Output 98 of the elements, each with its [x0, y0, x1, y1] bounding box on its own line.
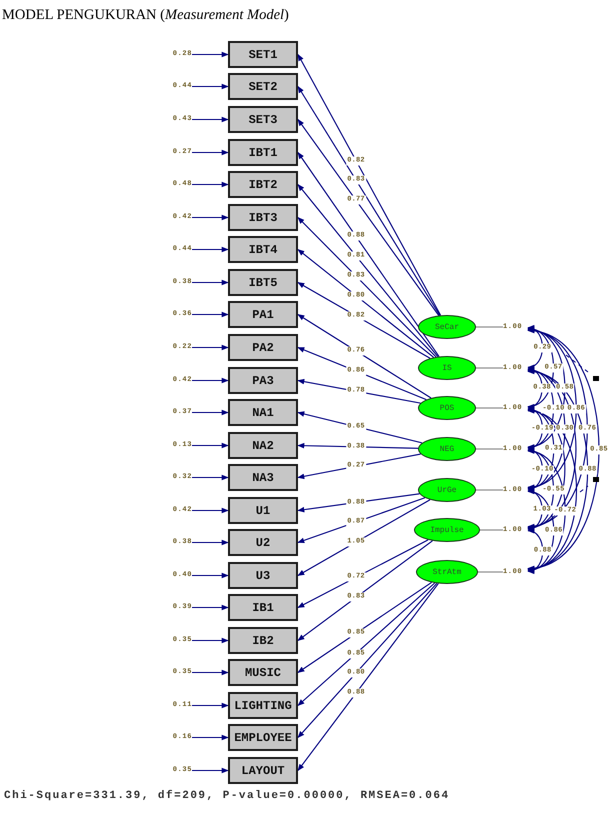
observed-variable-box: PA1: [228, 301, 298, 328]
observed-variable-box: LAYOUT: [228, 757, 298, 784]
loading-arrow: [298, 217, 436, 358]
correlation-arrow: [527, 368, 566, 490]
variance-line: [476, 489, 503, 491]
error-arrow: [192, 768, 229, 774]
error-arrow: [192, 442, 229, 448]
latent-variable-ellipse: NEG: [418, 437, 476, 461]
correlation-arrow: [527, 326, 543, 369]
loading-arrow: [298, 582, 438, 738]
loading-arrow: [297, 539, 428, 608]
error-arrow: [192, 670, 229, 676]
error-arrow: [192, 214, 229, 220]
correlation-arrow: [527, 409, 577, 571]
error-arrow: [192, 182, 229, 188]
correlation-arrow: [527, 490, 554, 572]
loading-arrow: [297, 493, 420, 512]
loading-arrow: [297, 454, 421, 480]
correlation-arrow: [527, 408, 566, 530]
error-arrow: [192, 378, 229, 384]
observed-variable-box: U1: [228, 497, 298, 524]
error-arrow: [192, 540, 229, 546]
correlation-arrow: [527, 328, 566, 448]
error-arrow: [192, 604, 229, 610]
error-arrow: [192, 280, 229, 286]
variance-line: [476, 448, 503, 450]
observed-variable-box: LIGHTING: [228, 692, 298, 719]
error-arrow: [192, 410, 229, 416]
error-arrow: [192, 344, 229, 350]
observed-variable-box: SET2: [228, 73, 298, 100]
fit-statistics-text: Chi-Square=331.39, df=209, P-value=0.00000, RMSEA=0.064: [4, 790, 450, 803]
error-arrow: [192, 572, 229, 578]
error-arrow: [192, 734, 229, 740]
correlation-arrow: [527, 329, 600, 570]
correlation-arrow: [527, 329, 588, 528]
error-arrow: [192, 702, 229, 708]
loading-arrow: [297, 411, 422, 444]
variance-line: [480, 529, 503, 531]
observed-variable-box: PA3: [228, 367, 298, 394]
error-arrow: [192, 312, 229, 318]
observed-variable-box: NA2: [228, 432, 298, 459]
correlation-arrow: [527, 326, 554, 408]
loading-arrow: [297, 378, 421, 404]
latent-variable-ellipse: IS: [418, 356, 476, 380]
correlation-arrow: [527, 367, 543, 409]
loading-arrow: [297, 282, 430, 359]
latent-variable-ellipse: Impulse: [414, 518, 480, 542]
observed-variable-box: U2: [228, 529, 298, 556]
error-arrow: [192, 52, 229, 58]
correlation-arrow: [527, 370, 588, 570]
error-arrow: [192, 508, 229, 514]
error-arrow: [192, 150, 229, 156]
error-arrow: [192, 116, 229, 122]
observed-variable-box: PA2: [228, 334, 298, 361]
loading-arrow: [297, 499, 430, 576]
observed-variable-box: EMPLOYEE: [228, 724, 298, 751]
observed-variable-box: IB2: [228, 627, 298, 654]
loading-arrow: [297, 249, 434, 358]
correlation-arrow: [527, 369, 576, 529]
observed-variable-box: SET1: [228, 41, 298, 68]
correlation-arrow: [527, 328, 577, 489]
diagram-title: MODEL PENGUKURAN (Measurement Model): [2, 7, 289, 24]
observed-variable-box: NA1: [228, 399, 298, 426]
observed-variable-box: MUSIC: [228, 659, 298, 686]
loading-arrow: [297, 314, 432, 398]
loading-arrow: [298, 184, 438, 357]
latent-variable-ellipse: StrAtm: [416, 560, 478, 584]
variance-line: [476, 326, 503, 328]
observed-variable-box: U3: [228, 562, 298, 589]
loading-arrow: [297, 497, 426, 544]
latent-variable-ellipse: SeCar: [418, 315, 476, 339]
loading-arrow: [297, 582, 436, 706]
observed-variable-box: IBT5: [228, 269, 298, 296]
variance-line: [476, 407, 503, 409]
latent-variable-ellipse: UrGe: [418, 478, 476, 502]
loading-arrow: [297, 347, 426, 400]
correlation-arrow: [527, 489, 543, 531]
variance-line: [478, 571, 503, 573]
observed-variable-box: IBT2: [228, 171, 298, 198]
observed-variable-box: IBT1: [228, 139, 298, 166]
error-arrow: [192, 84, 229, 90]
loading-arrow: [298, 583, 439, 772]
loading-arrow: [298, 152, 440, 357]
observed-variable-box: IBT4: [228, 236, 298, 263]
error-arrow: [192, 474, 229, 480]
correlation-arrow: [527, 529, 544, 573]
error-arrow: [192, 246, 229, 252]
loading-arrow: [297, 540, 433, 641]
loading-arrow: [297, 582, 432, 673]
observed-variable-box: NA3: [228, 464, 298, 491]
variance-line: [476, 367, 503, 369]
observed-variable-box: SET3: [228, 106, 298, 133]
correlation-arrow: [527, 450, 566, 572]
observed-variable-box: IBT3: [228, 204, 298, 231]
error-arrow: [192, 638, 229, 644]
loading-arrow: [297, 442, 418, 449]
observed-variable-box: IB1: [228, 594, 298, 621]
latent-variable-ellipse: POS: [418, 396, 476, 420]
